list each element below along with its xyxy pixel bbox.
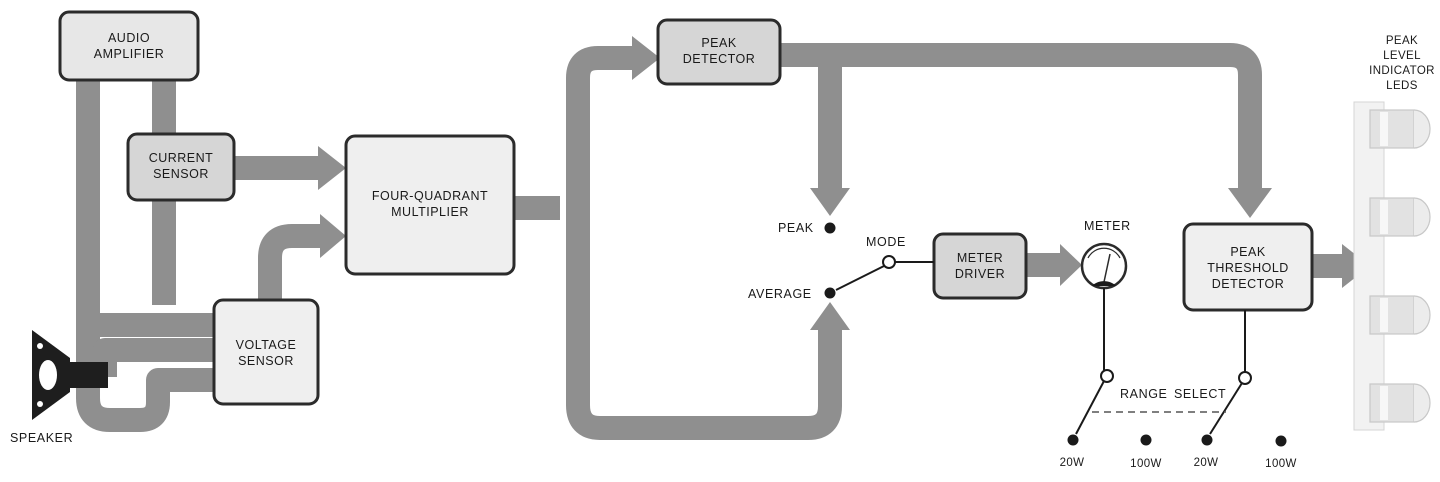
peak-label: PEAK	[778, 221, 814, 235]
mode-switch	[825, 223, 935, 299]
threshold-label-3: DETECTOR	[1212, 277, 1285, 291]
mode-switch-arm	[836, 266, 884, 290]
average-label: AVERAGE	[748, 287, 812, 301]
meter-range-switch	[1068, 288, 1152, 446]
threshold-20w-contact	[1202, 435, 1213, 446]
range-label: RANGE	[1120, 387, 1167, 401]
meter-icon	[1082, 244, 1126, 288]
meter-20w-label: 20W	[1060, 457, 1085, 469]
threshold-100w-contact	[1276, 436, 1287, 447]
led-indicator-4	[1370, 384, 1430, 422]
voltage-sensor-label-2: SENSOR	[238, 354, 294, 368]
led-column	[1354, 102, 1430, 430]
audio-amplifier-label-2: AMPLIFIER	[94, 47, 165, 61]
meter-label: METER	[1084, 219, 1131, 233]
arrowhead-meter	[1060, 244, 1082, 286]
meter-100w-label: 100W	[1130, 458, 1162, 470]
threshold-100w-label: 100W	[1265, 458, 1297, 470]
flow-voltage-to-multiplier	[270, 236, 322, 302]
block-voltage-sensor: VOLTAGE SENSOR	[214, 300, 318, 404]
current-sensor-label-2: SENSOR	[153, 167, 209, 181]
threshold-range-pivot	[1239, 372, 1251, 384]
flow-peak-detector-out	[780, 55, 1250, 190]
peak-detector-label-1: PEAK	[701, 36, 737, 50]
multiplier-label-1: FOUR-QUADRANT	[372, 189, 488, 203]
arrowhead-peak-detector	[632, 36, 660, 80]
flow-to-peak-detector	[578, 58, 636, 210]
threshold-20w-label: 20W	[1194, 457, 1219, 469]
block-four-quadrant-multiplier: FOUR-QUADRANT MULTIPLIER	[346, 136, 514, 274]
mode-pivot	[883, 256, 895, 268]
leds-title-2: LEVEL	[1383, 50, 1421, 62]
speaker-label: SPEAKER	[10, 431, 73, 445]
block-peak-detector: PEAK DETECTOR	[658, 20, 780, 84]
peak-detector-label-2: DETECTOR	[683, 52, 756, 66]
meter-100w-contact	[1141, 435, 1152, 446]
block-peak-threshold-detector: PEAK THRESHOLD DETECTOR	[1184, 224, 1312, 310]
meter-driver-label-2: DRIVER	[955, 267, 1005, 281]
leds-title-4: LEDS	[1386, 80, 1418, 92]
flow-to-average	[578, 205, 830, 428]
led-indicator-2	[1370, 198, 1430, 236]
arrowhead-voltage	[320, 214, 346, 258]
block-meter-driver: METER DRIVER	[934, 234, 1026, 298]
meter-range-arm	[1076, 381, 1104, 434]
leds-title: PEAK LEVEL INDICATOR LEDS	[1369, 35, 1435, 92]
led-indicator-3	[1370, 296, 1430, 334]
arrowhead-peak-switch	[810, 188, 850, 216]
threshold-label-1: PEAK	[1230, 245, 1266, 259]
voltage-sensor-label-1: VOLTAGE	[236, 338, 297, 352]
arrowhead-average-switch	[810, 302, 850, 330]
multiplier-label-2: MULTIPLIER	[391, 205, 469, 219]
meter-range-pivot	[1101, 370, 1113, 382]
mode-label: MODE	[866, 235, 906, 249]
leds-title-3: INDICATOR	[1369, 65, 1435, 77]
peak-contact	[825, 223, 836, 234]
current-sensor-label-1: CURRENT	[149, 151, 214, 165]
threshold-label-2: THRESHOLD	[1207, 261, 1289, 275]
audio-amplifier-label-1: AUDIO	[108, 31, 150, 45]
average-contact	[825, 288, 836, 299]
threshold-range-switch	[1202, 310, 1287, 447]
flow-voltage-return	[140, 380, 218, 420]
block-current-sensor: CURRENT SENSOR	[128, 134, 234, 200]
meter-20w-contact	[1068, 435, 1079, 446]
arrowhead-threshold	[1228, 188, 1272, 218]
select-label: SELECT	[1174, 387, 1226, 401]
arrowhead-current	[318, 146, 346, 190]
led-indicator-1	[1370, 110, 1430, 148]
leds-title-1: PEAK	[1386, 35, 1418, 47]
block-audio-amplifier: AUDIO AMPLIFIER	[60, 12, 198, 80]
meter-driver-label-1: METER	[957, 251, 1003, 265]
